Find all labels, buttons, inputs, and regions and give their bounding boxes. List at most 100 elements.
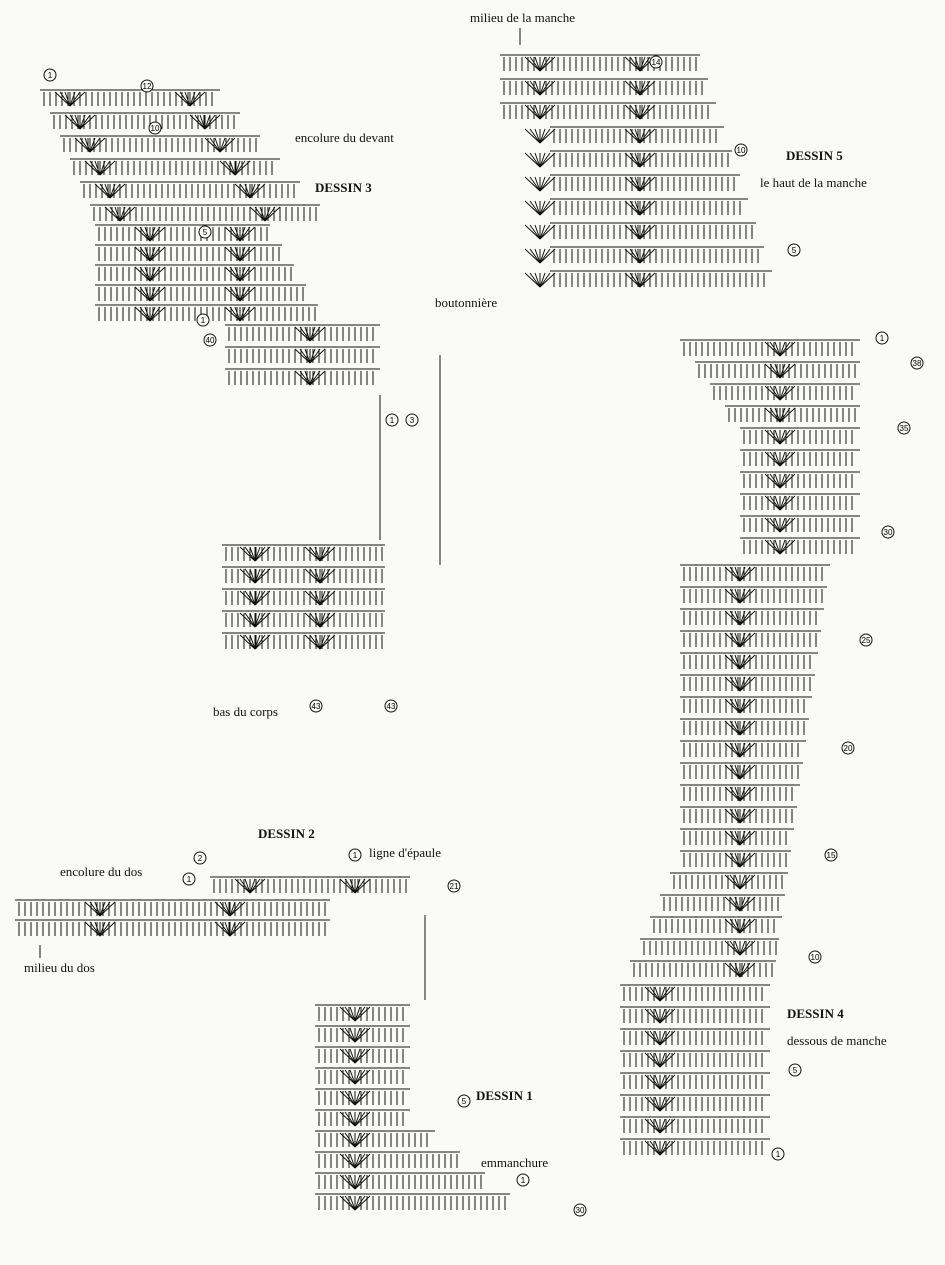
stitch-row-d3-lower (95, 224, 270, 242)
row-marker: 35 (897, 421, 911, 435)
stitch-row-d5 (524, 270, 772, 288)
row-marker: 1 (348, 848, 362, 862)
stitch-row-d5-lower (740, 493, 860, 511)
stitch-row-d3-lower (95, 244, 282, 262)
label-back-neckline: encolure du dos (60, 864, 143, 879)
label-sleeve-middle: milieu de la manche (470, 10, 576, 25)
row-marker: 43 (309, 699, 323, 713)
stitch-row-d5-lower (740, 449, 860, 467)
stitch-row-d4 (680, 630, 821, 648)
stitch-row-d5-lower (680, 339, 860, 357)
stitch-row-body-bottom (222, 588, 385, 606)
stitch-row-d4-bottom (620, 984, 770, 1002)
stitch-row-d4 (680, 784, 800, 802)
row-marker: 10 (808, 950, 822, 964)
stitch-row-d4 (680, 564, 830, 582)
stitch-row-d5 (500, 54, 700, 72)
stitch-row-d4-bottom (620, 1138, 770, 1156)
row-marker-number: 40 (206, 336, 215, 345)
stitch-row-d4 (680, 828, 794, 846)
stitch-row-d2-c (210, 876, 410, 894)
label-sleeve-top: le haut de la manche (760, 175, 867, 190)
row-marker-number: 1 (521, 1176, 526, 1185)
row-marker: 5 (787, 243, 801, 257)
row-marker-number: 3 (410, 416, 415, 425)
row-marker-number: 30 (576, 1206, 585, 1215)
stitch-row-d4-bottom (620, 1116, 770, 1134)
label-back-middle: milieu du dos (24, 960, 95, 975)
stitch-row-body-bottom (222, 632, 385, 650)
label-front-neckline: encolure du devant (295, 130, 394, 145)
title-dessin-3: DESSIN 3 (315, 180, 372, 195)
row-marker: 10 (734, 143, 748, 157)
row-marker-number: 35 (900, 424, 909, 433)
title-dessin-2: DESSIN 2 (258, 826, 315, 841)
stitch-row-d3 (90, 204, 320, 222)
row-marker: 30 (573, 1203, 587, 1217)
stitch-row-d3-bottom (225, 368, 380, 386)
row-marker: 1 (196, 313, 210, 327)
row-marker-number: 1 (390, 416, 395, 425)
label-body-bottom: bas du corps (213, 704, 278, 719)
stitch-row-d3 (80, 181, 300, 199)
stitch-row-d5-lower (740, 537, 860, 555)
row-marker: 1 (516, 1173, 530, 1187)
stitch-row-d1 (315, 1151, 460, 1169)
stitch-row-d1 (315, 1193, 510, 1211)
row-marker-number: 2 (198, 854, 203, 863)
stitch-row-body-bottom (222, 610, 385, 628)
row-marker: 14 (649, 55, 663, 69)
row-marker: 5 (457, 1094, 471, 1108)
stitch-row-d2-b (15, 919, 330, 937)
stitch-row-d5 (524, 174, 740, 192)
stitch-row-d1 (315, 1046, 410, 1064)
row-marker-number: 15 (827, 851, 836, 860)
stitch-row-d4-bottom (620, 1050, 770, 1068)
row-marker-number: 1 (353, 851, 358, 860)
stitch-row-d5 (524, 222, 756, 240)
stitch-row-d5 (500, 78, 708, 96)
row-marker-number: 38 (913, 359, 922, 368)
row-marker: 5 (788, 1063, 802, 1077)
row-marker: 20 (841, 741, 855, 755)
row-marker-number: 5 (792, 246, 797, 255)
stitch-row-d4 (630, 960, 776, 978)
row-marker-number: 5 (462, 1097, 467, 1106)
stitch-row-d4-bottom (620, 1006, 770, 1024)
stitch-row-d4 (680, 696, 812, 714)
row-marker: 5 (198, 225, 212, 239)
row-marker: 21 (447, 879, 461, 893)
row-marker-number: 1 (201, 316, 206, 325)
stitch-row-d3-lower (95, 264, 294, 282)
stitch-row-d1 (315, 1130, 435, 1148)
row-marker-number: 5 (203, 228, 208, 237)
stitch-row-d4-bottom (620, 1028, 770, 1046)
stitch-row-d4 (660, 894, 785, 912)
row-marker-number: 43 (312, 702, 321, 711)
stitch-row-body-bottom (222, 566, 385, 584)
row-marker: 15 (824, 848, 838, 862)
stitch-row-d4 (680, 850, 791, 868)
row-marker-number: 1 (187, 875, 192, 884)
stitch-row-d4 (680, 806, 797, 824)
row-marker: 30 (881, 525, 895, 539)
stitch-row-d3 (70, 158, 280, 176)
stitch-row-d1 (315, 1109, 410, 1127)
row-marker: 12 (140, 79, 154, 93)
stitch-row-d5-lower (695, 361, 860, 379)
stitch-row-body-bottom (222, 544, 385, 562)
row-marker-number: 30 (884, 528, 893, 537)
row-marker: 1 (182, 872, 196, 886)
stitch-row-d1 (315, 1067, 410, 1085)
row-marker-number: 21 (450, 882, 459, 891)
stitch-row-d5-lower (740, 427, 860, 445)
stitch-row-d5 (524, 126, 724, 144)
stitch-row-d4 (680, 718, 809, 736)
row-marker: 40 (203, 333, 217, 347)
label-shoulder-line: ligne d'épaule (369, 845, 442, 860)
stitch-row-d5-lower (740, 515, 860, 533)
stitch-row-d5 (500, 102, 716, 120)
stitch-row-d5 (524, 198, 748, 216)
stitch-row-d2-a (15, 899, 330, 917)
